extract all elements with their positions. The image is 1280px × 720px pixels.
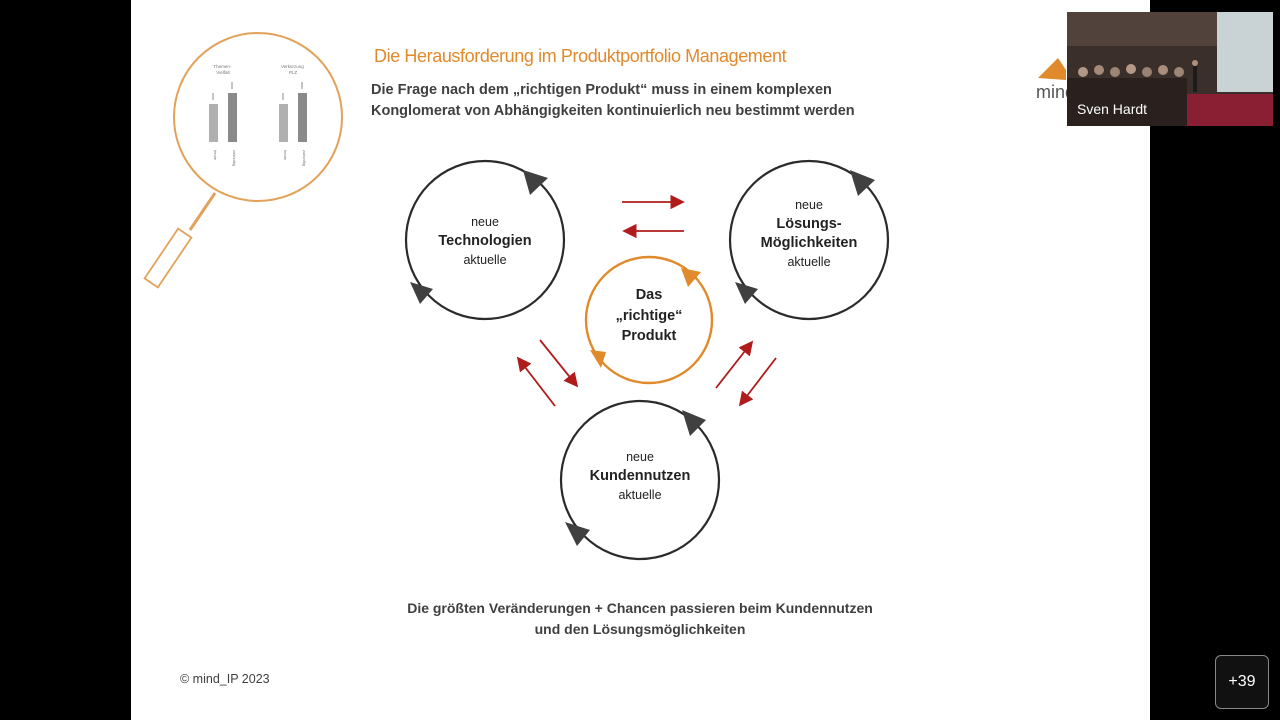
bar-label: heute [283,150,288,161]
customer-bottom: aktuelle [618,488,662,502]
customer-cycle-label: neue Kundennutzen aktuelle [575,448,705,505]
copyright-notice: © mind_IP 2023 [180,672,270,686]
subtitle-line-2: Konglomerat von Abhängigkeiten kontinuie… [371,102,855,119]
technology-cycle-label: neue Technologien aktuelle [425,213,545,270]
technology-main: Technologien [438,233,532,249]
svg-text:Themen- Vielfalt: Themen- Vielfalt [213,64,232,75]
svg-text:Verkürzung PLZ: Verkürzung PLZ [281,64,305,75]
solutions-cycle-ring [728,159,890,321]
product-arrowhead [590,350,606,368]
technology-bottom: aktuelle [463,253,507,267]
cycle-arrowhead [850,170,875,196]
technology-top: neue [471,215,499,229]
bar-label: zukünftig [302,150,307,166]
company-logo-text: mind [1036,82,1076,102]
product-line-2: „richtige“ [615,307,683,324]
cycle-arrowhead [682,410,706,436]
bar-label: heute [213,150,218,161]
product-arrowhead [681,268,701,287]
subtitle-line-1: Die Frage nach dem „richtigen Produkt“ m… [371,82,832,98]
arrow-customer-to-solutions [715,340,754,389]
participant-name: Sven Hardt [1077,101,1148,117]
product-cycle-label: Das „richtige“ Produkt [594,285,704,347]
cycle-arrowhead [410,282,433,304]
technology-cycle-ring [404,159,566,321]
slide-subtitle: Die Frage nach dem „richtigen Produkt“ m… [371,80,911,121]
cycle-arrowhead [565,522,590,546]
slide-title: Die Herausforderung im Produktportfolio … [374,46,787,66]
customer-top: neue [626,450,654,464]
more-participants-button[interactable]: +39 [1215,655,1269,709]
solutions-bottom: aktuelle [787,255,831,269]
bar-mark [228,93,237,142]
magnifier-label-left-1: Themen- [213,64,232,69]
footer-line-1: Die größten Veränderungen + Chancen pass… [407,600,873,616]
video-feed [1067,12,1273,126]
product-line-1: Das [635,287,663,303]
footer-line-2: und den Lösungsmöglichkeiten [534,621,746,637]
customer-main: Kundennutzen [589,468,691,484]
bar-mark [209,104,218,142]
product-cycle-ring [584,255,714,385]
cycle-arrowhead [523,170,548,195]
bar-mark [298,93,307,142]
customer-cycle-ring [559,399,721,561]
product-line-3: Produkt [621,328,677,344]
solutions-main-2: Möglichkeiten [760,235,858,251]
magnifier-label-right-1: Verkürzung [281,64,304,69]
magnifier-label-right-2: PLZ [289,70,298,75]
arrow-customer-to-tech [516,356,556,407]
solutions-top: neue [795,198,823,212]
magnifier-label-left-2: Vielfalt [216,70,230,75]
arrow-tech-to-customer [539,339,579,388]
slide-footer-text: Die größten Veränderungen + Chancen pass… [380,598,900,640]
arrow-solutions-to-customer [738,357,777,407]
solutions-main-1: Lösungs- [776,216,842,232]
cycle-arrowhead [735,282,758,304]
bar-label: zukünftig [232,150,237,166]
solutions-cycle-label: neue Lösungs- Möglichkeiten aktuelle [744,196,874,272]
bar-mark [279,104,288,142]
participant-video-tile[interactable]: Sven Hardt [1067,12,1273,126]
